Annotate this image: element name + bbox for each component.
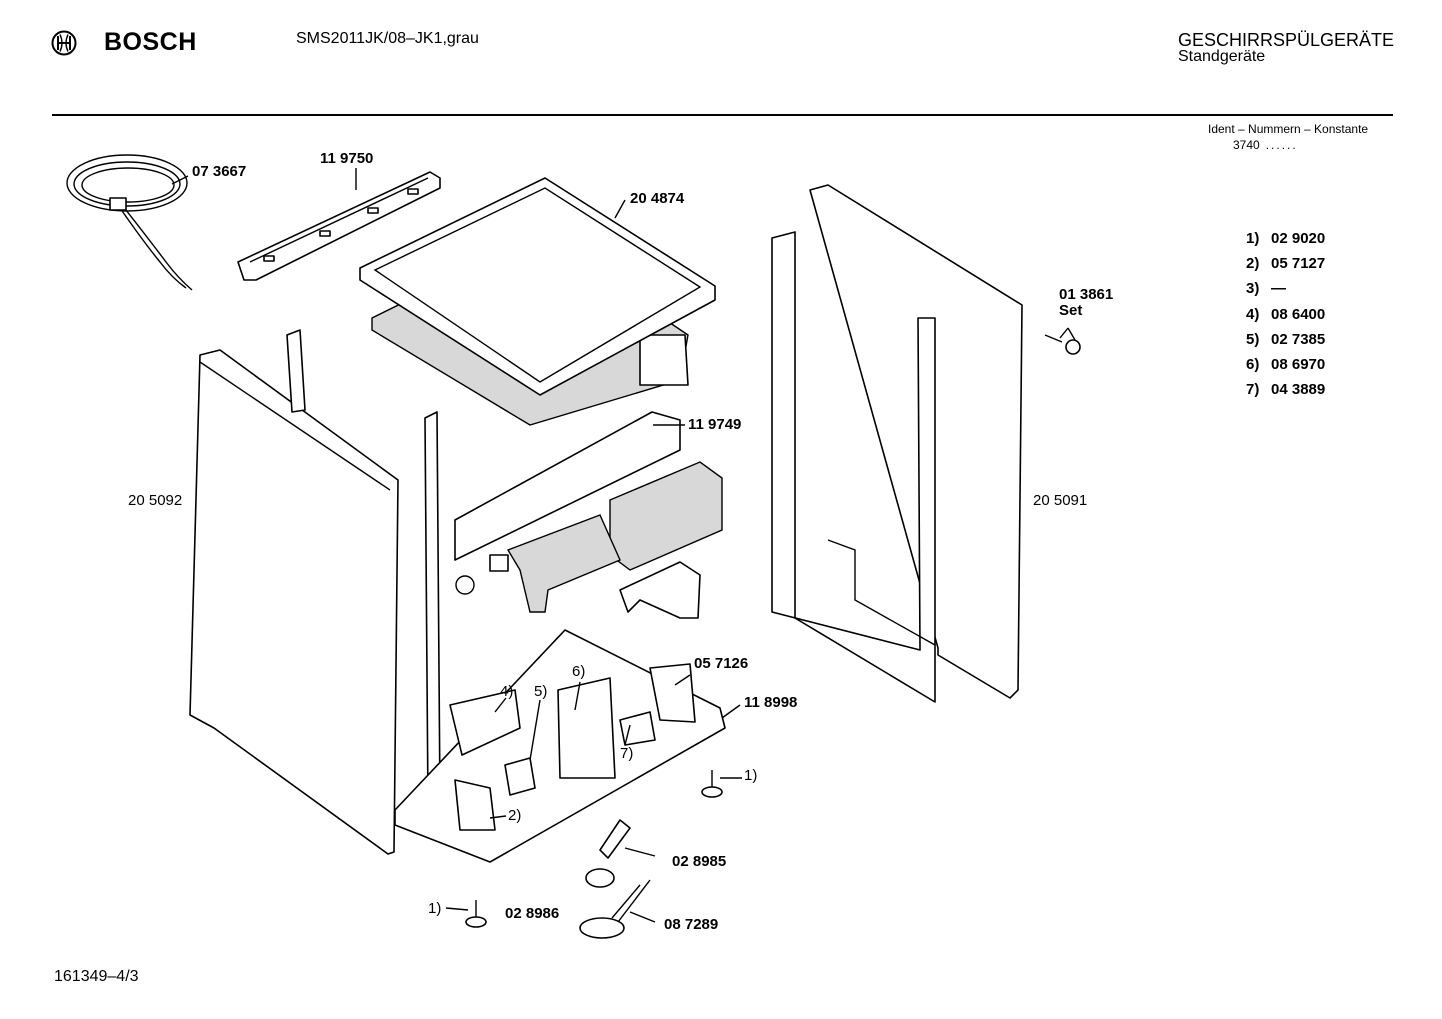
label-cap: 02 8986 xyxy=(505,905,560,922)
ident-title: Ident – Nummern – Konstante xyxy=(1208,122,1369,136)
brand-name: BOSCH xyxy=(104,28,197,56)
clip-part xyxy=(599,819,631,859)
label-worktop-lid: 20 4874 xyxy=(630,190,685,207)
label-ref-6: 6) xyxy=(572,663,586,680)
label-ref-7: 7) xyxy=(620,745,634,762)
category-subtitle: Standgeräte xyxy=(1178,48,1266,65)
screw-set-part xyxy=(1044,334,1081,355)
ident-number: 3740 xyxy=(1233,138,1260,152)
leader-lines xyxy=(171,168,1076,923)
parts-legend: 1) 02 9020 2) 05 7127 3) — 4) 08 6400 5) 02 7… xyxy=(1246,230,1325,406)
legend-part-number: 02 7385 xyxy=(1271,330,1326,348)
bosch-logo-icon xyxy=(50,29,78,62)
legend-ref: 2) xyxy=(1246,255,1260,273)
right-side-panel-part xyxy=(771,184,1023,703)
label-ref-2: 2) xyxy=(508,807,522,824)
drawing-number: 161349–4/3 xyxy=(54,968,139,985)
label-foot-left: 1) xyxy=(428,900,442,917)
legend-ref: 6) xyxy=(1246,355,1260,373)
legend-part-number: 08 6400 xyxy=(1271,305,1326,323)
adjustable-foot-left-part xyxy=(465,900,487,928)
legend-row: 1) 02 9020 xyxy=(1246,230,1325,255)
legend-part-number: — xyxy=(1271,280,1286,298)
legend-row: 6) 08 6970 xyxy=(1246,356,1325,381)
legend-ref: 1) xyxy=(1246,230,1260,247)
legend-row: 3) — xyxy=(1246,280,1325,305)
ident-value: 3740...... xyxy=(1233,138,1298,152)
label-top-rail: 11 9750 xyxy=(320,150,374,167)
label-rear-frame: 11 9749 xyxy=(688,416,742,433)
model-number: SMS2011JK/08–JK1,grau xyxy=(296,30,479,47)
top-rail-part xyxy=(237,171,441,281)
category-title: GESCHIRRSPÜLGERÄTE xyxy=(1178,30,1395,50)
rear-frame-part xyxy=(454,411,723,619)
label-clip: 02 8985 xyxy=(672,853,727,870)
power-cable-part xyxy=(66,154,193,291)
label-ref-4: 4) xyxy=(500,683,514,700)
cap-part xyxy=(585,868,615,888)
legend-part-number: 05 7127 xyxy=(1271,255,1326,273)
sump-part xyxy=(579,879,651,939)
label-screw-set-word: Set xyxy=(1059,302,1083,319)
label-right-side-panel: 20 5091 xyxy=(1033,492,1088,509)
label-base-plate: 11 8998 xyxy=(744,694,798,711)
base-plate-part xyxy=(394,629,726,863)
legend-row: 5) 02 7385 xyxy=(1246,331,1325,356)
left-side-panel-part xyxy=(189,329,441,855)
label-screw-set-number: 01 3861 xyxy=(1059,286,1114,303)
label-sump: 08 7289 xyxy=(664,916,719,933)
worktop-lid-part xyxy=(359,177,716,426)
adjustable-foot-right-part xyxy=(701,770,723,798)
label-left-side-panel: 20 5092 xyxy=(128,492,183,509)
legend-part-number: 04 3889 xyxy=(1271,381,1326,399)
header-divider xyxy=(52,114,1393,116)
legend-ref: 7) xyxy=(1246,381,1260,399)
label-foot-right: 1) xyxy=(744,767,758,784)
legend-ref: 3) xyxy=(1246,280,1260,298)
legend-row: 4) 08 6400 xyxy=(1246,306,1325,331)
legend-row: 2) 05 7127 xyxy=(1246,255,1325,280)
label-ref-5: 5) xyxy=(534,683,548,700)
legend-part-number: 02 9020 xyxy=(1271,230,1326,247)
legend-ref: 4) xyxy=(1246,305,1260,323)
label-cable: 07 3667 xyxy=(192,163,247,180)
ident-dots: ...... xyxy=(1265,138,1298,152)
legend-ref: 5) xyxy=(1246,330,1260,348)
legend-part-number: 08 6970 xyxy=(1271,355,1326,373)
label-bracket: 05 7126 xyxy=(694,655,749,672)
legend-row: 7) 04 3889 xyxy=(1246,381,1325,406)
